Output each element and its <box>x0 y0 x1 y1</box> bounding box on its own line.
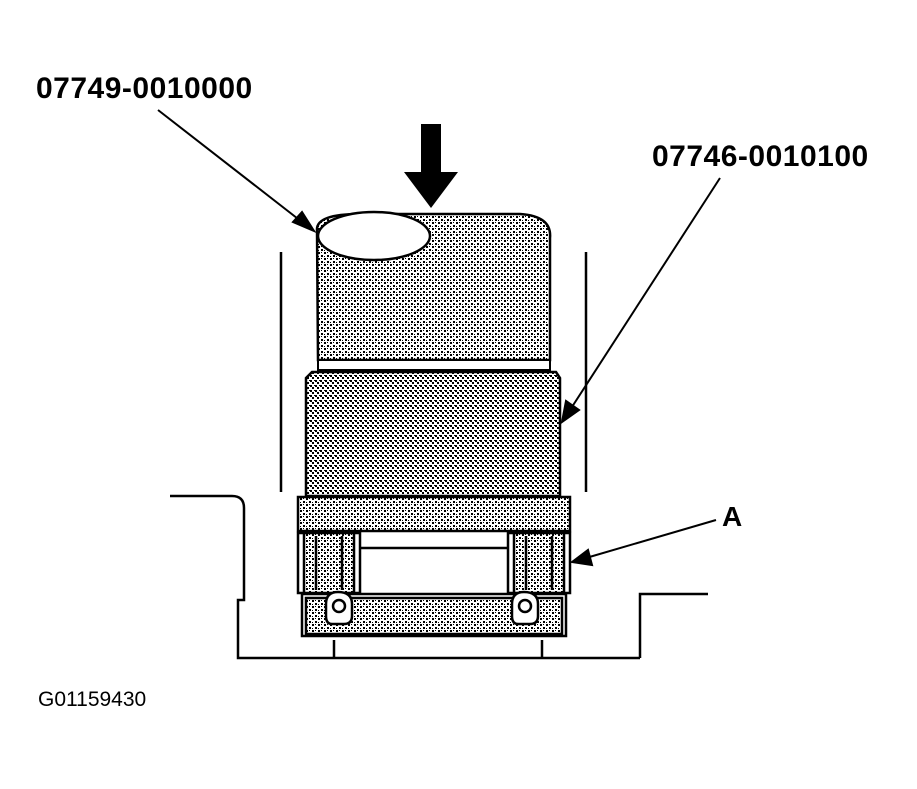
figure-id: G01159430 <box>38 688 147 711</box>
part-a-bearing <box>296 531 572 638</box>
leader-lines <box>157 109 721 567</box>
leader-arrowhead-part-a <box>569 548 594 567</box>
callout-tool-07746: 07746-0010100 <box>652 140 869 173</box>
callout-tool-07749: 07749-0010000 <box>36 72 253 105</box>
driver-tool-body <box>296 212 572 533</box>
leader-arrowhead-tool-1 <box>291 210 317 234</box>
callout-part-a: A <box>722 501 743 532</box>
press-arrow-icon <box>404 124 458 208</box>
leader-arrowhead-tool-2 <box>560 399 581 425</box>
housing-outline <box>170 252 708 660</box>
driver-handle-end <box>316 210 432 262</box>
